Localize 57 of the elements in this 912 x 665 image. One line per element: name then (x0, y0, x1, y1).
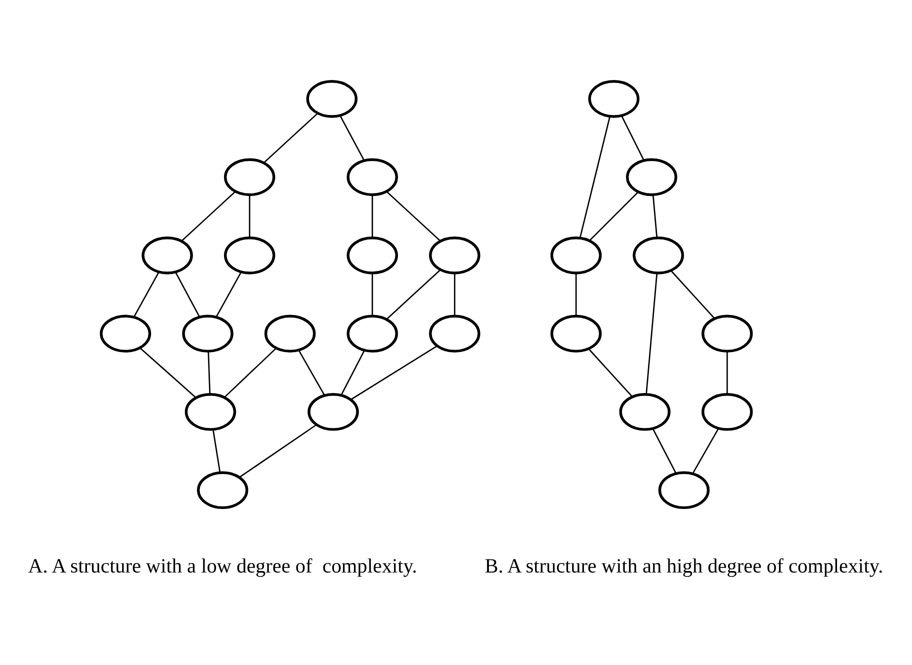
connector (372, 272, 374, 316)
connector (224, 347, 277, 398)
connector (575, 272, 577, 316)
connector (340, 350, 366, 396)
node-circle (224, 158, 276, 196)
node-circle (619, 392, 670, 430)
connector (339, 114, 365, 160)
node-circle (182, 314, 234, 352)
node-circle (346, 236, 398, 274)
node-circle (184, 392, 236, 430)
connector (350, 345, 438, 400)
node-circle (346, 314, 398, 352)
node-circle (306, 80, 358, 118)
node-circle (550, 236, 602, 274)
node-circle (224, 236, 276, 274)
node-circle (632, 236, 684, 274)
node-circle (429, 314, 480, 352)
connector (248, 194, 250, 238)
connector (216, 271, 242, 317)
node-circle (702, 392, 753, 430)
connector (212, 429, 221, 472)
connector (386, 190, 441, 242)
connector (692, 428, 720, 474)
node-circle (429, 236, 480, 274)
connector (652, 194, 658, 238)
connector (133, 271, 160, 317)
node-circle (626, 158, 678, 196)
connector (139, 346, 196, 398)
connector (579, 116, 610, 238)
node-circle (100, 314, 152, 352)
node-circle (346, 158, 398, 196)
connector (298, 349, 326, 396)
connector (239, 424, 317, 478)
connector (208, 350, 211, 394)
connector (372, 194, 374, 238)
connector (588, 191, 639, 241)
node-circle (308, 392, 359, 430)
connector (454, 272, 456, 316)
node-circle (702, 314, 753, 352)
connector (621, 115, 644, 160)
connector (652, 428, 677, 474)
label: A. A structure with a low degree of complexity. (28, 554, 418, 577)
connector (174, 271, 200, 317)
node-circle (550, 314, 602, 352)
connector (181, 190, 236, 242)
node-circle (264, 314, 316, 352)
connector (670, 270, 716, 318)
connector (726, 350, 728, 394)
connector (386, 268, 441, 320)
connector (646, 272, 658, 394)
node-circle (658, 470, 710, 509)
node-circle (142, 236, 193, 274)
connector (588, 348, 633, 397)
node-circle (196, 470, 248, 509)
label: B. A structure with an high degree of complexity. (484, 554, 884, 577)
node-circle (588, 80, 640, 118)
connector (263, 112, 318, 163)
